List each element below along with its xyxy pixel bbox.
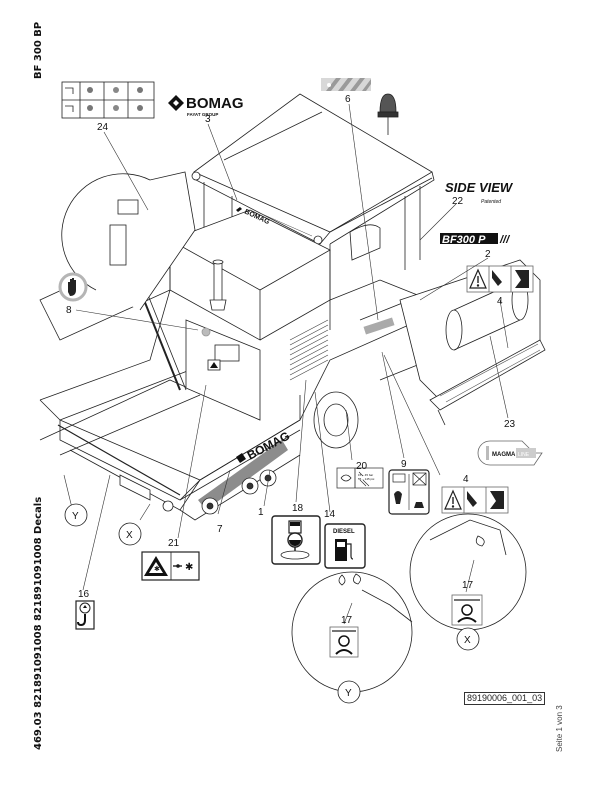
decal-9-battery-label <box>388 469 430 515</box>
marker-y-bubble <box>64 503 88 527</box>
decal-4-warning-set-lower <box>441 486 509 514</box>
decal-6-hazard-stripe <box>321 78 371 91</box>
marker-x-letter: X <box>126 530 133 541</box>
cab-canopy <box>191 93 435 330</box>
callout-4-upper: 4 <box>497 296 503 307</box>
side-view-title: SIDE VIEW <box>445 180 514 195</box>
callout-20: 20 <box>356 461 368 472</box>
callout-23: 23 <box>504 419 516 430</box>
bomag-logo-subtext: FAYAT GROUP <box>187 112 218 117</box>
bomag-logo-top <box>168 95 184 111</box>
callout-3: 3 <box>205 114 211 125</box>
hopper-front-edge <box>57 424 181 512</box>
callout-6: 6 <box>345 94 351 105</box>
callout-9: 9 <box>401 459 407 470</box>
decal-18-oil-label <box>271 515 321 565</box>
svg-text:✱: ✱ <box>154 565 160 573</box>
decal-21-fan-warning: ✱ ✱ <box>141 551 200 581</box>
side-view-subtitle: Patented <box>481 199 501 205</box>
callout-8: 8 <box>66 305 72 316</box>
diesel-label-text: DIESEL <box>333 529 355 535</box>
callout-4-lower: 4 <box>463 474 469 485</box>
drawing-id-box: 89190006_001_03 <box>464 692 546 705</box>
detail-magnifier-24 <box>61 171 196 311</box>
detail-y-letter: Y <box>345 688 352 699</box>
marker-x-bubble <box>118 522 142 546</box>
svg-text:✱: ✱ <box>185 562 193 573</box>
bomag-logo-text: BOMAG <box>186 95 244 112</box>
decal-20-text-2: 55 – 145 psi <box>358 477 375 481</box>
no-hands-sign <box>58 272 88 302</box>
decal-20-pressure-label <box>336 467 384 489</box>
decal-24-instruction-strip <box>61 81 155 119</box>
leader-lines <box>63 103 509 625</box>
callout-17-x: 17 <box>462 580 474 591</box>
callout-17-y: 17 <box>341 615 353 626</box>
detail-x-letter: X <box>464 635 471 646</box>
callout-21: 21 <box>168 538 180 549</box>
magma-badge-text: MAGMA <box>492 452 516 458</box>
magma-badge-subtext: LINE <box>518 452 530 458</box>
detail-view-x <box>409 513 527 631</box>
detail-y-bubble <box>337 680 361 704</box>
detail-view-y <box>291 571 413 693</box>
callout-2: 2 <box>485 249 491 260</box>
decal-14-diesel-label <box>324 523 366 569</box>
machine-frame <box>59 259 546 521</box>
marker-y-letter: Y <box>72 511 79 522</box>
callout-14: 14 <box>324 509 336 520</box>
decal-4-warning-set-upper <box>466 265 534 293</box>
model-badge-text: BF300 P <box>442 234 486 246</box>
grey-stripe-decal <box>198 440 288 510</box>
callout-22: 22 <box>452 196 464 207</box>
callout-18: 18 <box>292 503 304 514</box>
callout-24: 24 <box>97 122 109 133</box>
model-badge-stripes: /// <box>499 234 511 246</box>
callout-16: 16 <box>78 589 90 600</box>
decal-20-text-1: 15 – 45 bar <box>358 473 373 477</box>
callout-7: 7 <box>217 524 223 535</box>
magma-badge <box>477 440 543 466</box>
decal-16-lifting-hook <box>75 600 95 630</box>
warning-beacon <box>377 93 399 135</box>
detail-x-bubble <box>456 627 480 651</box>
callout-1: 1 <box>258 507 264 518</box>
